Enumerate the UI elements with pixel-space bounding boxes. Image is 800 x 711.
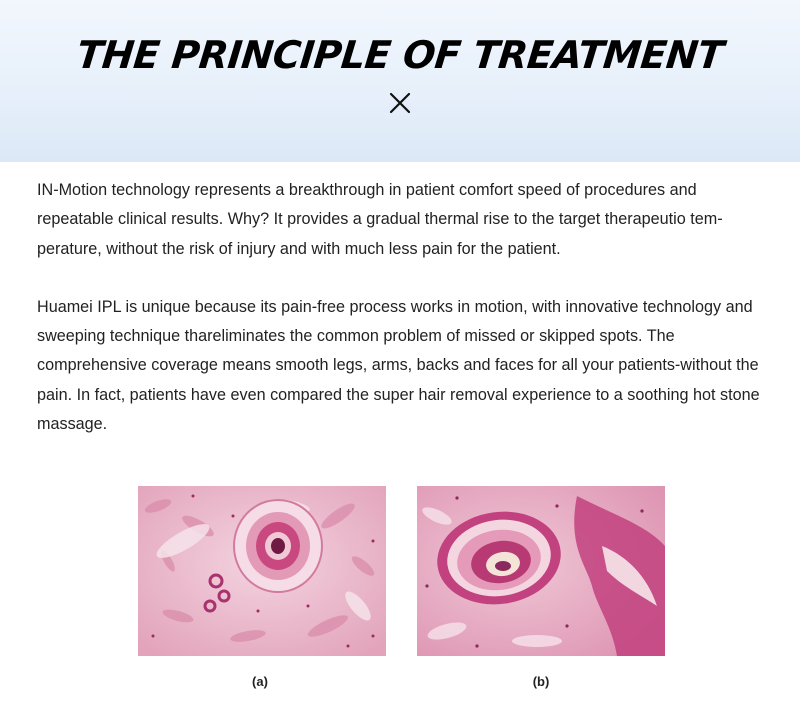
histology-image-b (417, 486, 665, 656)
figure-caption-a: (a) (252, 674, 268, 689)
header-banner: THE PRINCIPLE OF TREATMENT (0, 0, 800, 162)
cross-icon (389, 92, 411, 114)
figure-caption-b: (b) (532, 674, 550, 689)
page-title: THE PRINCIPLE OF TREATMENT (74, 33, 726, 77)
paragraph-details: Huamei IPL is unique because its pain-fr… (37, 297, 760, 434)
body-text: IN-Motion technology represents a breakt… (37, 176, 767, 439)
paragraph-intro: IN-Motion technology represents a breakt… (37, 181, 723, 258)
histology-image-a (138, 486, 386, 656)
